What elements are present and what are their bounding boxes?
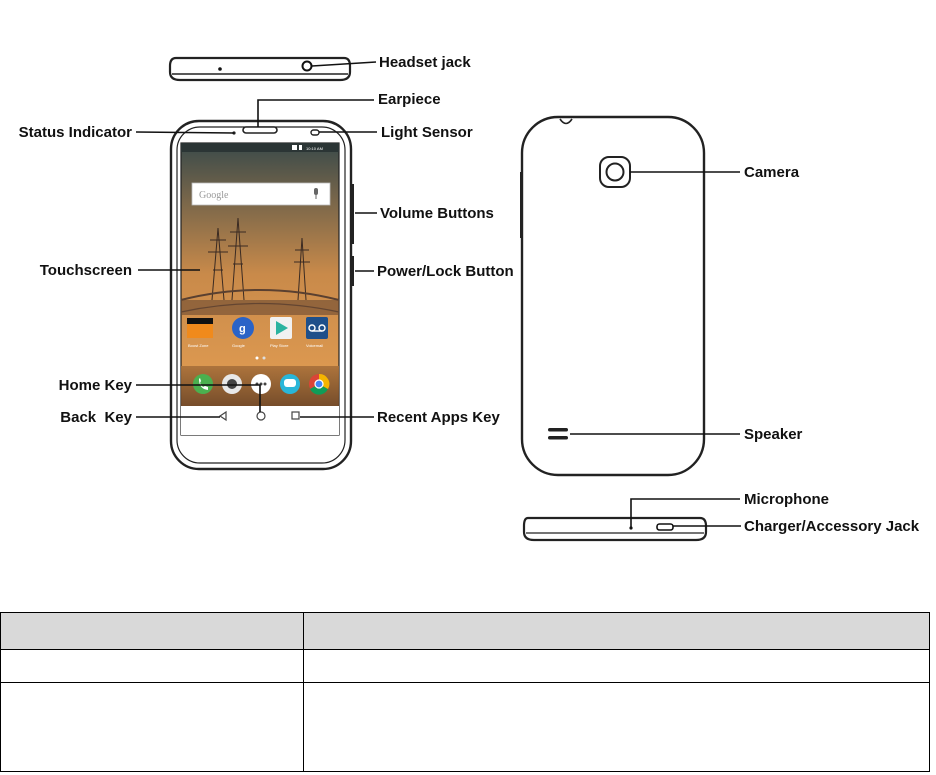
label-volume-buttons: Volume Buttons [380, 205, 494, 222]
google-search-bar[interactable] [191, 182, 331, 206]
page-dot [262, 356, 266, 360]
table-header-cell [0, 612, 304, 650]
label-home-key: Home Key [59, 377, 133, 394]
label-light-sensor: Light Sensor [381, 124, 473, 141]
app-play-store[interactable]: Play Store [270, 317, 292, 348]
callout-labels: Headset jack Earpiece Status Indicator L… [19, 54, 920, 535]
table-row [0, 649, 930, 683]
table-cell [0, 649, 304, 683]
camera-app-icon[interactable] [222, 374, 242, 394]
app-row: Boost Zone g Google Play Store [187, 317, 328, 348]
table-cell [0, 682, 304, 772]
phone-back [520, 115, 706, 477]
table-row [0, 682, 930, 772]
chrome-app-icon[interactable] [309, 373, 330, 395]
phone-app-icon[interactable] [193, 374, 213, 394]
headset-jack-port [301, 60, 313, 72]
label-power-lock-button: Power/Lock Button [377, 263, 514, 280]
label-camera: Camera [744, 164, 800, 181]
back-cover-notch [559, 118, 573, 125]
phone-top-edge [168, 56, 352, 82]
label-recent-apps-key: Recent Apps Key [377, 409, 500, 426]
app-boost-zone[interactable]: Boost Zone [187, 318, 213, 348]
table-cell [303, 649, 930, 683]
label-charger-jack: Charger/Accessory Jack [744, 518, 920, 535]
label-touchscreen: Touchscreen [40, 262, 132, 279]
mic-icon[interactable] [314, 188, 318, 199]
parts-table [0, 612, 930, 772]
leader-lines [135, 61, 741, 527]
earpiece-slot [242, 126, 278, 134]
rear-speaker-grille [548, 428, 568, 440]
google-search-label: Google [199, 190, 229, 201]
app-google[interactable]: g Google [232, 317, 254, 348]
phone-front: 10:10 AM Google B [169, 119, 354, 471]
svg-text:g: g [239, 323, 246, 335]
label-status-indicator: Status Indicator [19, 124, 133, 141]
microphone-hole [629, 526, 633, 530]
label-earpiece: Earpiece [378, 91, 441, 108]
page-dot [255, 356, 259, 360]
light-sensor-window [310, 129, 320, 136]
messenger-app-icon[interactable] [280, 374, 300, 394]
rear-camera-lens [599, 156, 631, 188]
label-headset-jack: Headset jack [379, 54, 471, 71]
touchscreen-display: 10:10 AM Google B [180, 142, 340, 436]
signal-icon [292, 145, 297, 150]
svg-text:Play Store: Play Store [270, 343, 289, 348]
home-key-icon[interactable] [256, 411, 266, 421]
status-clock: 10:10 AM [306, 146, 323, 151]
label-speaker: Speaker [744, 426, 803, 443]
phone-parts-diagram: 10:10 AM Google B [19, 54, 920, 542]
label-back-key: Back Key [60, 409, 132, 426]
usb-port [656, 523, 674, 531]
phone-bottom-edge [522, 516, 708, 542]
svg-text:Google: Google [232, 343, 246, 348]
app-voicemail[interactable]: Voicemail [306, 317, 328, 348]
app-drawer-icon[interactable] [251, 374, 271, 394]
svg-text:Voicemail: Voicemail [306, 343, 323, 348]
svg-text:Boost Zone: Boost Zone [188, 343, 209, 348]
top-mic-hole [218, 67, 222, 71]
battery-icon [299, 145, 302, 150]
table-header-cell [303, 612, 930, 650]
table-header-row [0, 612, 930, 650]
recent-apps-key-icon[interactable] [291, 411, 300, 420]
dock-icons [193, 373, 330, 395]
label-microphone: Microphone [744, 491, 829, 508]
back-key-icon[interactable] [218, 410, 227, 422]
table-cell [303, 682, 930, 772]
